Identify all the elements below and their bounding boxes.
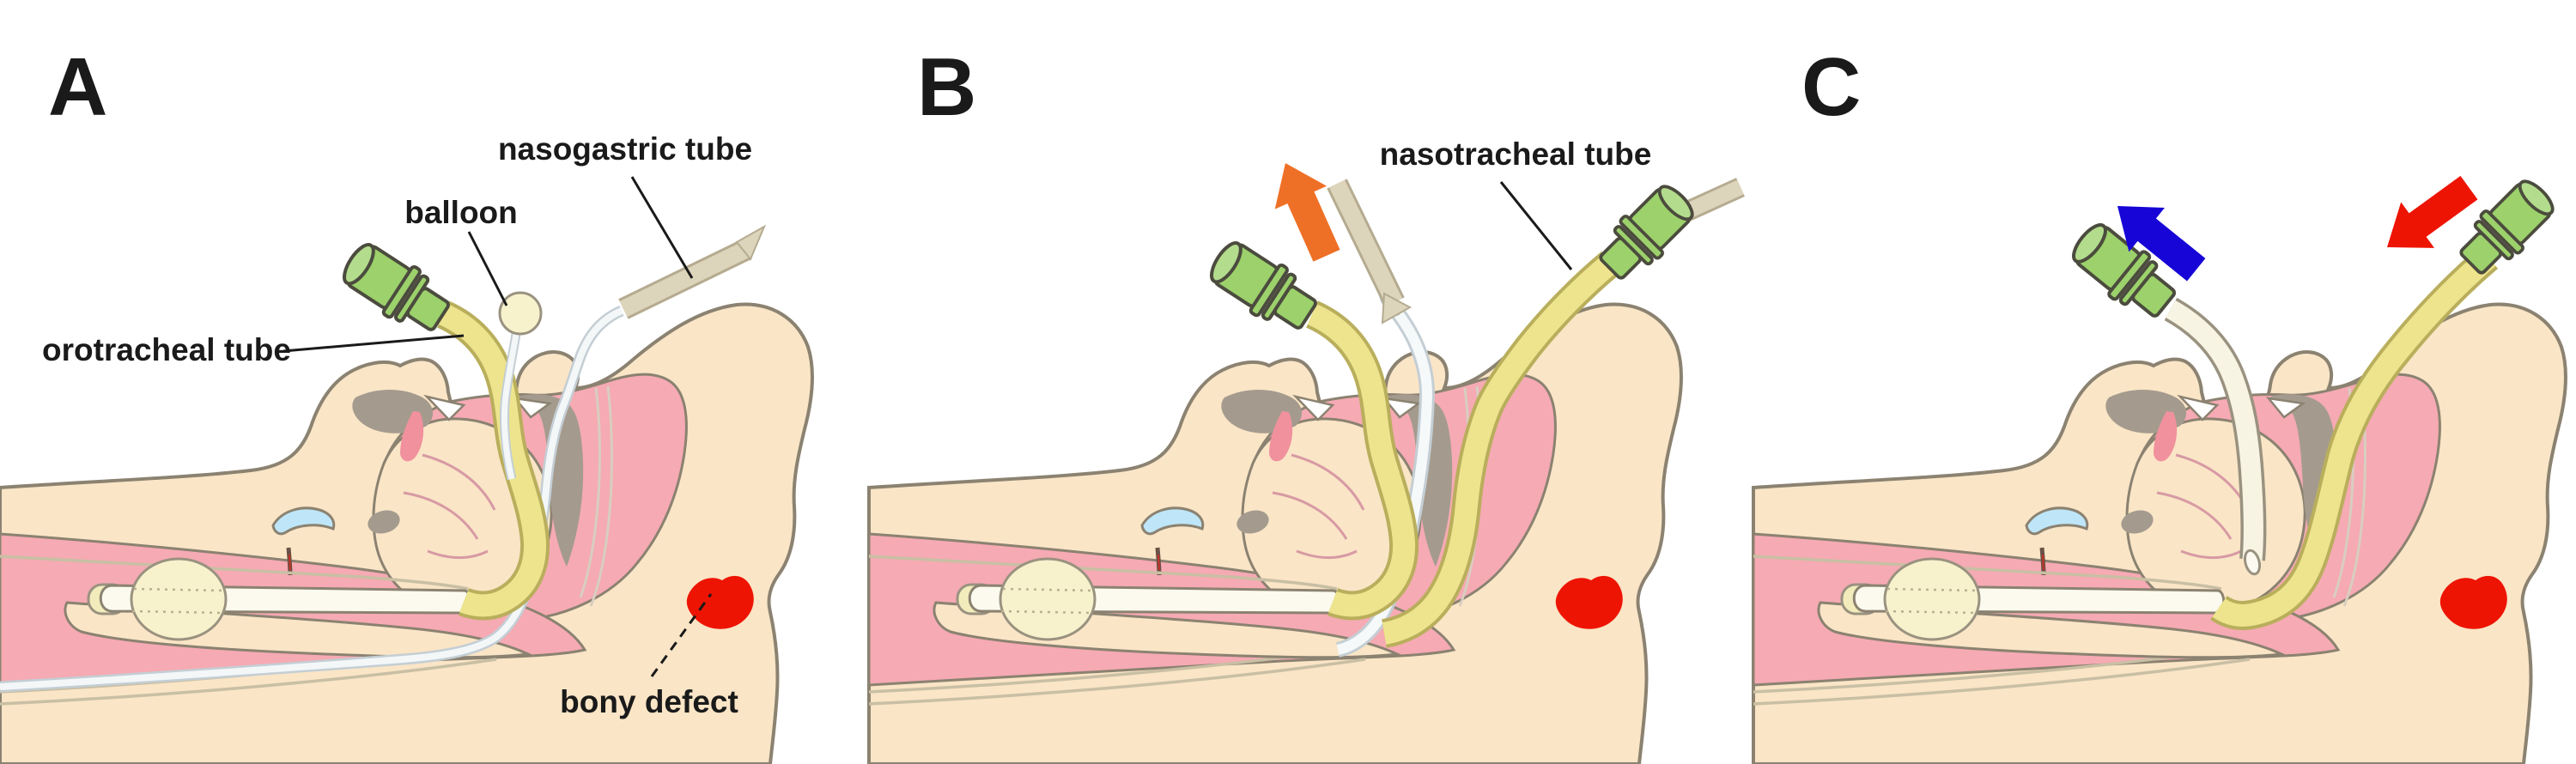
orotracheal-tube-tip-bevel <box>2243 549 2262 576</box>
leader-nasotracheal <box>1499 181 1573 270</box>
panel-b: B nasotracheal tube <box>869 41 1745 764</box>
nasogastric-tube-bevel <box>735 224 767 261</box>
nasotracheal-tube-body <box>2212 249 2496 627</box>
panel-letter: C <box>1801 41 1861 133</box>
label-orotracheal-tube: orotracheal tube <box>42 332 291 367</box>
orotracheal-tube-pale <box>2166 300 2263 561</box>
label-bony-defect: bony defect <box>560 684 738 719</box>
orotracheal-connector <box>1200 232 1326 342</box>
leader-orotracheal <box>283 334 465 353</box>
nasogastric-tube-outer <box>619 241 751 317</box>
leader-balloon <box>467 231 508 306</box>
label-nasogastric-tube: nasogastric tube <box>498 131 752 167</box>
anatomy-sagittal-head <box>1753 305 2566 764</box>
pilot-balloon <box>498 291 543 336</box>
nasogastric-tube-bevel <box>1381 292 1413 324</box>
nasotracheal-tube-body <box>1382 253 1619 645</box>
panel-letter: A <box>48 41 107 133</box>
label-balloon: balloon <box>404 195 518 230</box>
panel-c: C <box>1753 41 2566 764</box>
panel-a: A nasogastric tube balloon orotracheal t… <box>0 41 812 764</box>
nasogastric-tube-outer <box>1329 179 1402 306</box>
panel-letter: B <box>917 41 976 133</box>
nasogastric-remnant <box>1336 301 1433 655</box>
leader-bony-defect <box>650 593 713 677</box>
label-nasotracheal-tube: nasotracheal tube <box>1380 136 1652 172</box>
anatomy-sagittal-head <box>869 305 1681 764</box>
pilot-line <box>501 333 519 480</box>
leader-nasogastric <box>630 176 694 279</box>
